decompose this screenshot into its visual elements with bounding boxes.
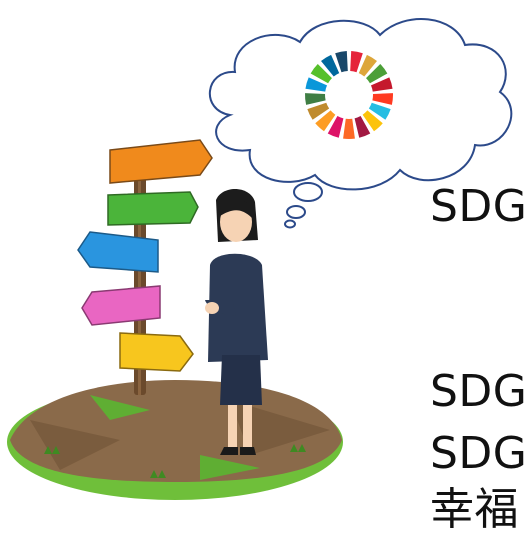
signpost-icon [77, 139, 213, 395]
sdg-wheel-segment [305, 93, 326, 105]
sdg-wheel-segment [350, 51, 363, 73]
text-line-4: 幸福 [430, 484, 519, 535]
sdg-wheel-segment [310, 64, 332, 84]
text-line-2: SDG [430, 366, 527, 417]
sdg-wheel-segment [362, 110, 383, 132]
sdg-wheel-segment [368, 102, 391, 120]
sdg-wheel-segment [307, 102, 330, 120]
sdg-wheel-segment [315, 110, 336, 132]
sdg-wheel-segment [366, 64, 388, 84]
woman-figure-icon [205, 188, 268, 455]
sdg-wheel-segment [372, 93, 393, 105]
sdg-wheel-segment [327, 116, 344, 138]
text-line-1: SDG [430, 181, 527, 232]
sdg-wheel-segment [354, 116, 371, 138]
sdgs-wheel-icon [305, 51, 393, 139]
text-line-3: SDG [430, 428, 527, 479]
illustration [7, 18, 513, 500]
ground-island-icon [7, 380, 343, 500]
sdg-wheel-segment [305, 77, 328, 92]
sdg-wheel-segment [370, 77, 393, 92]
thought-bubble-icon [208, 18, 513, 229]
sdg-wheel-segment [358, 54, 377, 77]
sdg-wheel-segment [335, 51, 348, 73]
sdg-wheel-segment [343, 118, 355, 139]
sdg-wheel-segment [321, 54, 340, 77]
